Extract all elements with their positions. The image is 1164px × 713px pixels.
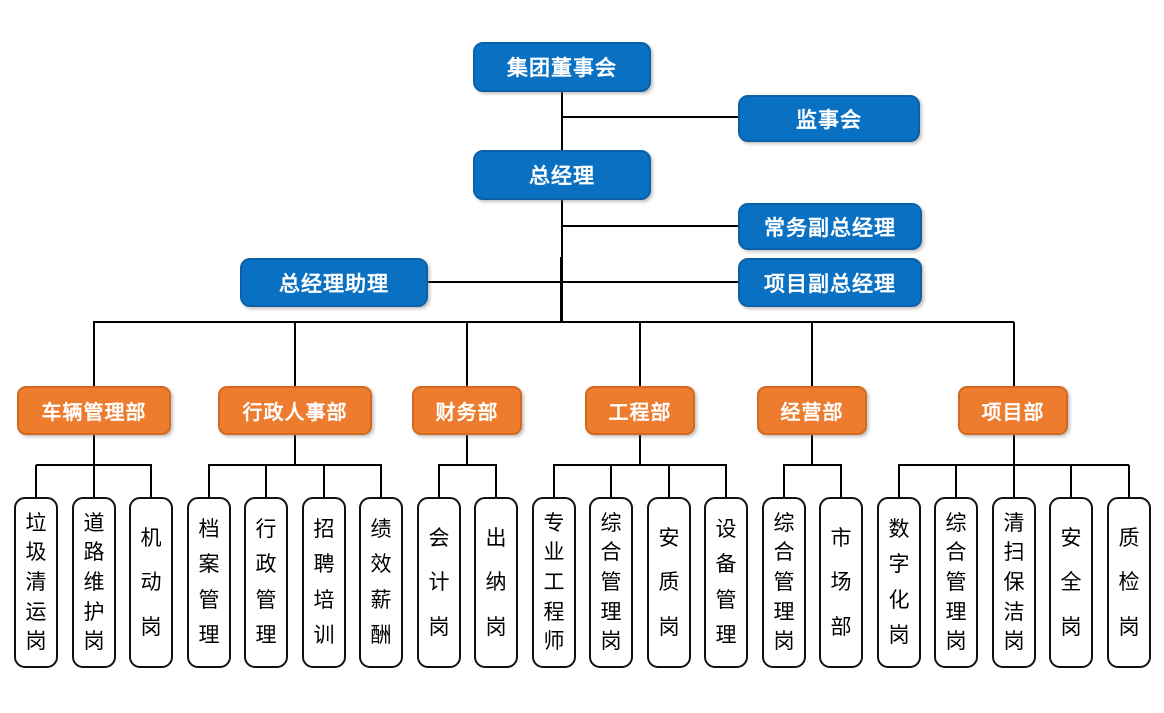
connector-line (495, 465, 497, 497)
connector-line (208, 464, 382, 466)
connector-line (93, 322, 95, 386)
position-box: 安质岗 (647, 497, 691, 668)
connector-line (380, 465, 382, 497)
connector-line (811, 322, 813, 386)
position-box: 专业工程师 (532, 497, 576, 668)
connector-line (438, 464, 497, 466)
connector-line (553, 465, 555, 497)
position-box: 垃圾清运岗 (14, 497, 58, 668)
position-box: 综合管理岗 (589, 497, 633, 668)
connector-line (93, 465, 95, 497)
connector-line (553, 464, 727, 466)
connector-line (561, 116, 738, 118)
connector-line (1013, 465, 1015, 497)
connector-line (955, 465, 957, 497)
connector-line (898, 465, 900, 497)
dept-project: 项目部 (958, 386, 1068, 435)
dept-finance: 财务部 (412, 386, 522, 435)
node-supervisory-board: 监事会 (738, 95, 920, 142)
connector-line (35, 465, 37, 497)
connector-line (323, 465, 325, 497)
connector-line (783, 465, 785, 497)
connector-line (1013, 434, 1015, 466)
connector-line (840, 465, 842, 497)
connector-line (561, 225, 738, 227)
connector-line (438, 465, 440, 497)
position-box: 行政管理 (244, 497, 288, 668)
position-box: 综合管理岗 (762, 497, 806, 668)
connector-line (811, 434, 813, 466)
connector-line (610, 465, 612, 497)
node-gm-assistant: 总经理助理 (240, 258, 428, 307)
position-box: 设备管理 (704, 497, 748, 668)
connector-line (427, 281, 738, 283)
connector-line (561, 199, 563, 259)
position-box: 道路维护岗 (72, 497, 116, 668)
position-box: 综合管理岗 (934, 497, 978, 668)
dept-operations: 经营部 (757, 386, 867, 435)
connector-line (93, 321, 1014, 323)
position-box: 质检岗 (1107, 497, 1151, 668)
position-box: 清扫保洁岗 (992, 497, 1036, 668)
dept-admin-hr: 行政人事部 (218, 386, 372, 435)
position-box: 市场部 (819, 497, 863, 668)
node-project-deputy-gm: 项目副总经理 (738, 258, 922, 307)
node-board: 集团董事会 (473, 42, 651, 92)
connector-line (294, 322, 296, 386)
connector-line (294, 434, 296, 466)
connector-line (150, 465, 152, 497)
connector-line (783, 464, 842, 466)
position-box: 会计岗 (417, 497, 461, 668)
connector-line (265, 465, 267, 497)
position-box: 机动岗 (129, 497, 173, 668)
node-exec-deputy-gm: 常务副总经理 (738, 203, 922, 250)
position-box: 档案管理 (187, 497, 231, 668)
connector-line (466, 434, 468, 466)
node-general-manager: 总经理 (473, 150, 651, 200)
connector-line (639, 434, 641, 466)
connector-line (208, 465, 210, 497)
connector-line (466, 322, 468, 386)
connector-line (725, 465, 727, 497)
position-box: 绩效薪酬 (359, 497, 403, 668)
position-box: 数字化岗 (877, 497, 921, 668)
connector-line (1128, 465, 1130, 497)
connector-line (668, 465, 670, 497)
position-box: 招聘培训 (302, 497, 346, 668)
position-box: 出纳岗 (474, 497, 518, 668)
connector-line (1013, 322, 1015, 386)
connector-line (561, 91, 563, 151)
connector-line (93, 434, 95, 466)
connector-line (1070, 465, 1072, 497)
connector-line (560, 257, 563, 323)
dept-vehicle-management: 车辆管理部 (17, 386, 171, 435)
position-box: 安全岗 (1049, 497, 1093, 668)
dept-engineering: 工程部 (585, 386, 695, 435)
connector-line (639, 322, 641, 386)
